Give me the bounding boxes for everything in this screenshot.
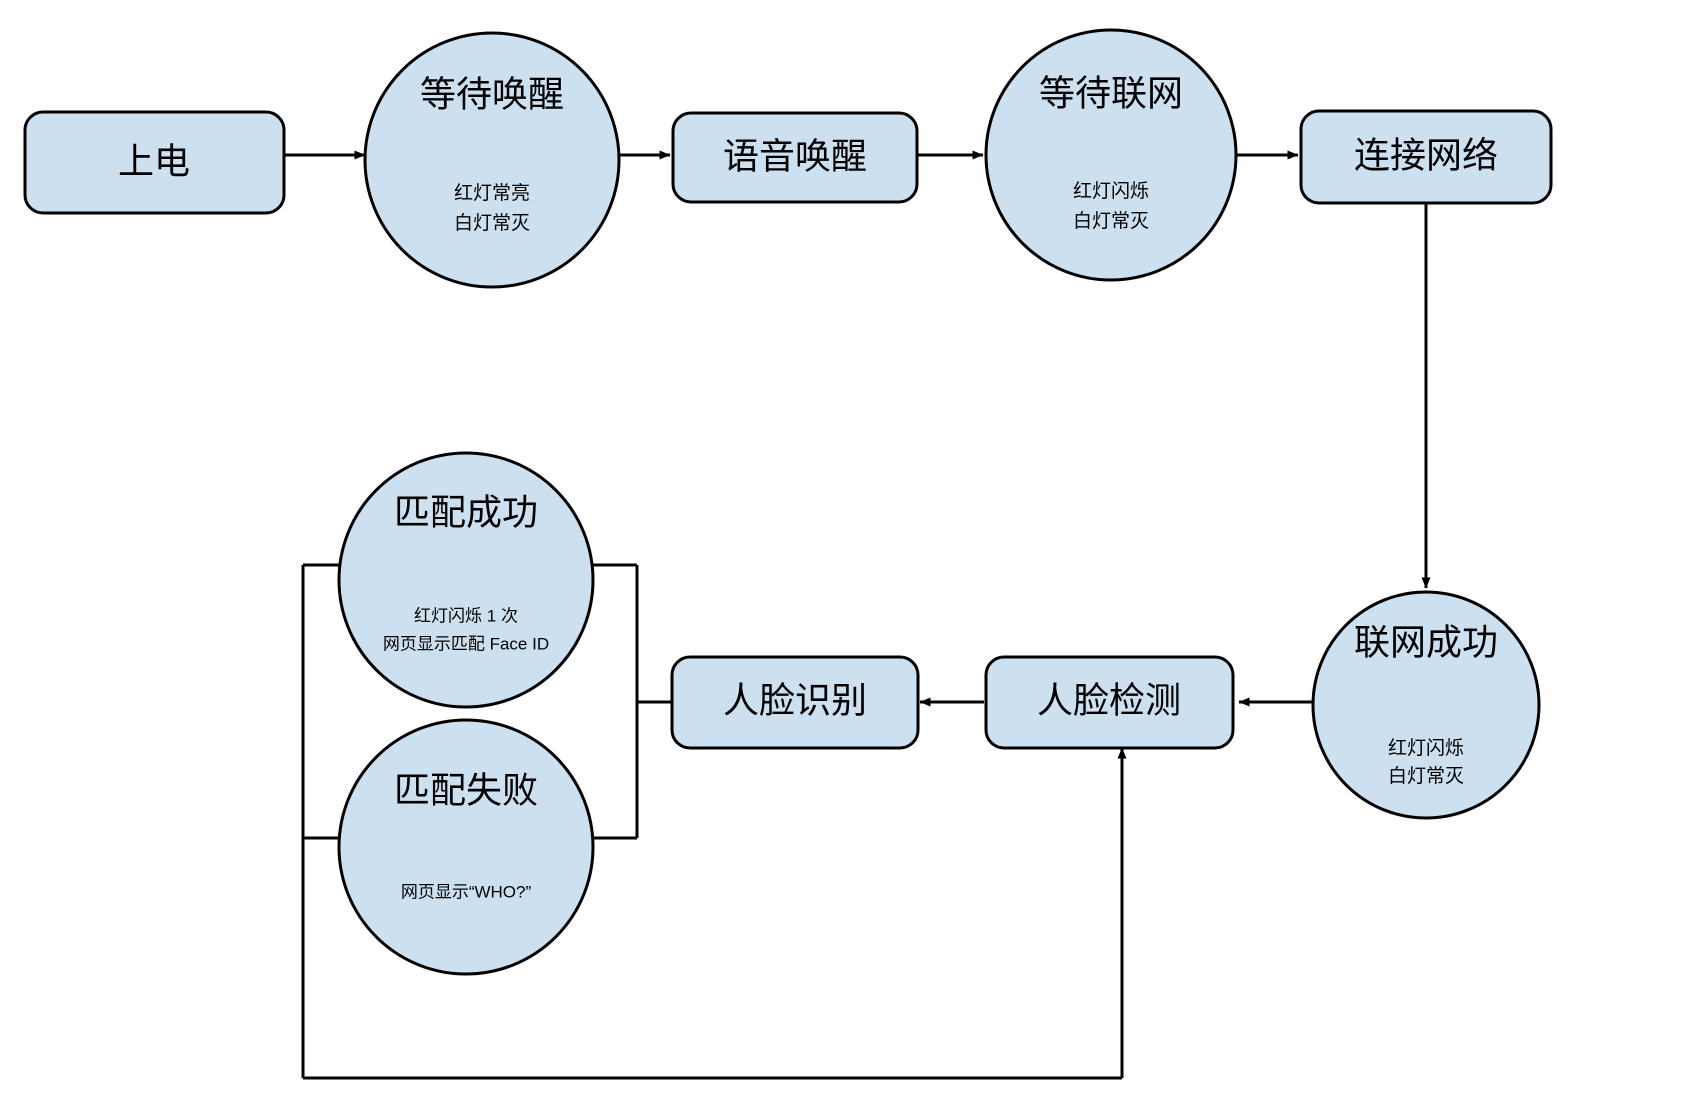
face-recognize-label: 人脸识别: [723, 680, 867, 721]
match-fail-label: 匹配失败: [394, 770, 538, 811]
match-fail-shape[interactable]: [337, 718, 595, 976]
wait-wakeup-sub-0: 红灯常亮: [454, 182, 530, 204]
node-face-detect[interactable]: 人脸检测: [984, 655, 1235, 750]
wait-wakeup-shape[interactable]: [363, 31, 621, 289]
wait-network-sub-0: 红灯闪烁: [1073, 180, 1149, 202]
network-success-label: 联网成功: [1354, 622, 1498, 663]
network-success-sub-1: 白灯常灭: [1388, 765, 1464, 787]
face-recognize-shape[interactable]: [670, 655, 920, 750]
wait-network-label: 等待联网: [1039, 73, 1183, 114]
node-match-success[interactable]: 匹配成功 红灯闪烁 1 次 网页显示匹配 Face ID: [337, 451, 595, 709]
face-detect-label: 人脸检测: [1037, 680, 1181, 721]
network-success-shape[interactable]: [1311, 590, 1541, 820]
voice-wakeup-shape[interactable]: [671, 111, 919, 204]
wait-network-sub-1: 白灯常灭: [1073, 210, 1149, 232]
node-match-fail[interactable]: 匹配失败 网页显示“WHO?”: [337, 718, 595, 976]
node-face-recognize[interactable]: 人脸识别: [670, 655, 920, 750]
node-voice-wakeup[interactable]: 语音唤醒: [671, 111, 919, 204]
connect-network-label: 连接网络: [1354, 135, 1498, 176]
match-success-label: 匹配成功: [394, 492, 538, 533]
power-on-shape[interactable]: [23, 110, 286, 215]
wait-network-shape[interactable]: [984, 28, 1238, 282]
node-network-success[interactable]: 联网成功 红灯闪烁 白灯常灭: [1311, 590, 1541, 820]
power-on-label: 上电: [118, 141, 190, 182]
connect-network-shape[interactable]: [1299, 109, 1553, 205]
node-wait-network[interactable]: 等待联网 红灯闪烁 白灯常灭: [984, 28, 1238, 282]
network-success-sub-0: 红灯闪烁: [1388, 737, 1464, 759]
node-power-on[interactable]: 上电: [23, 110, 286, 215]
match-fail-sub-0: 网页显示“WHO?”: [401, 882, 532, 901]
node-connect-network[interactable]: 连接网络: [1299, 109, 1553, 205]
face-detect-shape[interactable]: [984, 655, 1235, 750]
match-success-sub-0: 红灯闪烁 1 次: [414, 606, 518, 625]
match-success-shape[interactable]: [337, 451, 595, 709]
wait-wakeup-sub-1: 白灯常灭: [454, 212, 530, 234]
node-wait-wakeup[interactable]: 等待唤醒 红灯常亮 白灯常灭: [363, 31, 621, 289]
match-success-sub-1: 网页显示匹配 Face ID: [383, 634, 549, 653]
voice-wakeup-label: 语音唤醒: [723, 136, 867, 177]
wait-wakeup-label: 等待唤醒: [420, 74, 564, 115]
